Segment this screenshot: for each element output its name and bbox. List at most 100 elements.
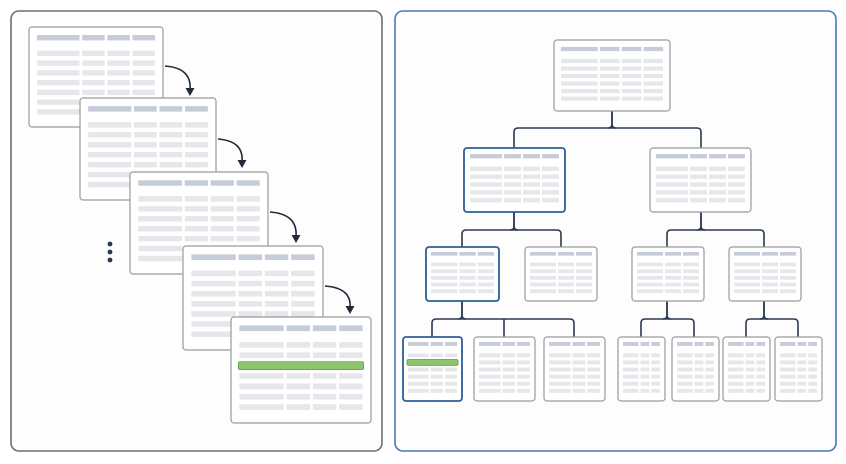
body-cell: [640, 388, 650, 393]
edge: [461, 229, 562, 247]
header-cell: [780, 342, 796, 346]
body-cell: [727, 166, 745, 171]
body-cell: [408, 353, 429, 358]
header-cell: [656, 154, 689, 159]
body-cell: [504, 174, 522, 179]
header-cell: [762, 252, 779, 256]
body-cell: [745, 353, 755, 358]
body-cell: [286, 341, 311, 348]
body-cell: [470, 198, 503, 203]
body-cell: [523, 182, 540, 187]
header-cell: [470, 154, 503, 159]
body-cell: [656, 174, 689, 179]
header-cell: [637, 252, 664, 256]
body-cell: [558, 289, 575, 293]
arrow-head: [237, 160, 247, 168]
header-cell: [576, 252, 592, 256]
body-cell: [291, 280, 315, 287]
header-cell: [623, 342, 639, 346]
header-cell: [159, 106, 183, 112]
edge: [513, 127, 702, 148]
body-cell: [239, 404, 284, 410]
header-cell: [431, 252, 458, 256]
header-cell: [651, 342, 660, 346]
header-cell: [459, 252, 476, 256]
body-cell: [756, 360, 765, 365]
body-cell: [408, 374, 429, 379]
body-cell: [762, 269, 779, 273]
body-cell: [797, 353, 807, 358]
body-cell: [504, 166, 522, 171]
body-cell: [408, 388, 429, 393]
arrow-head: [291, 235, 301, 243]
header-cell: [37, 35, 80, 41]
body-cell: [690, 198, 708, 203]
body-cell: [312, 404, 337, 410]
body-cell: [477, 276, 494, 280]
body-cell: [502, 367, 516, 372]
body-cell: [780, 360, 796, 365]
header-cell: [808, 342, 817, 346]
body-cell: [587, 374, 600, 379]
body-cell: [780, 269, 796, 273]
body-cell: [523, 190, 540, 195]
tree-leaf-6: [722, 336, 771, 402]
body-cell: [656, 166, 689, 171]
header-cell: [312, 325, 337, 332]
highlighted-cell: [286, 362, 311, 369]
body-cell: [728, 367, 744, 372]
body-cell: [734, 262, 761, 267]
body-cell: [88, 132, 132, 138]
card-frame: [649, 147, 752, 213]
body-cell: [780, 289, 796, 293]
body-cell: [656, 182, 689, 187]
tree-l2-right: [649, 147, 752, 213]
body-cell: [185, 122, 208, 128]
body-cell: [541, 190, 559, 195]
body-cell: [339, 373, 363, 379]
body-cell: [576, 289, 592, 293]
body-cell: [444, 367, 457, 372]
body-cell: [138, 206, 182, 212]
body-cell: [339, 404, 363, 410]
body-cell: [683, 276, 699, 280]
header-cell: [408, 342, 429, 346]
body-cell: [560, 89, 598, 94]
body-cell: [734, 276, 761, 280]
body-cell: [430, 367, 443, 372]
header-cell: [587, 342, 600, 346]
body-cell: [705, 381, 714, 386]
header-cell: [756, 342, 765, 346]
header-cell: [745, 342, 755, 346]
tree-l3-a: [425, 246, 500, 302]
header-cell: [600, 46, 620, 52]
body-cell: [572, 374, 586, 379]
body-cell: [107, 60, 130, 66]
body-cell: [587, 360, 600, 365]
body-cell: [576, 269, 592, 273]
body-cell: [558, 262, 575, 267]
header-cell: [683, 252, 699, 256]
body-cell: [560, 81, 598, 86]
body-cell: [637, 269, 664, 273]
header-cell: [780, 252, 796, 256]
body-cell: [37, 99, 80, 105]
body-cell: [459, 276, 476, 280]
tree-leaf-3: [543, 336, 606, 402]
body-cell: [756, 353, 765, 358]
arrow-1: [164, 65, 195, 96]
body-cell: [541, 182, 559, 187]
body-cell: [210, 225, 234, 232]
body-cell: [517, 381, 530, 386]
body-cell: [210, 235, 234, 242]
body-cell: [780, 374, 796, 379]
body-cell: [623, 360, 639, 365]
body-cell: [587, 381, 600, 386]
body-cell: [408, 367, 429, 372]
body-cell: [756, 388, 765, 393]
body-cell: [756, 381, 765, 386]
body-cell: [734, 282, 761, 287]
body-cell: [640, 360, 650, 365]
body-cell: [651, 388, 660, 393]
arrow-curve: [324, 285, 351, 309]
